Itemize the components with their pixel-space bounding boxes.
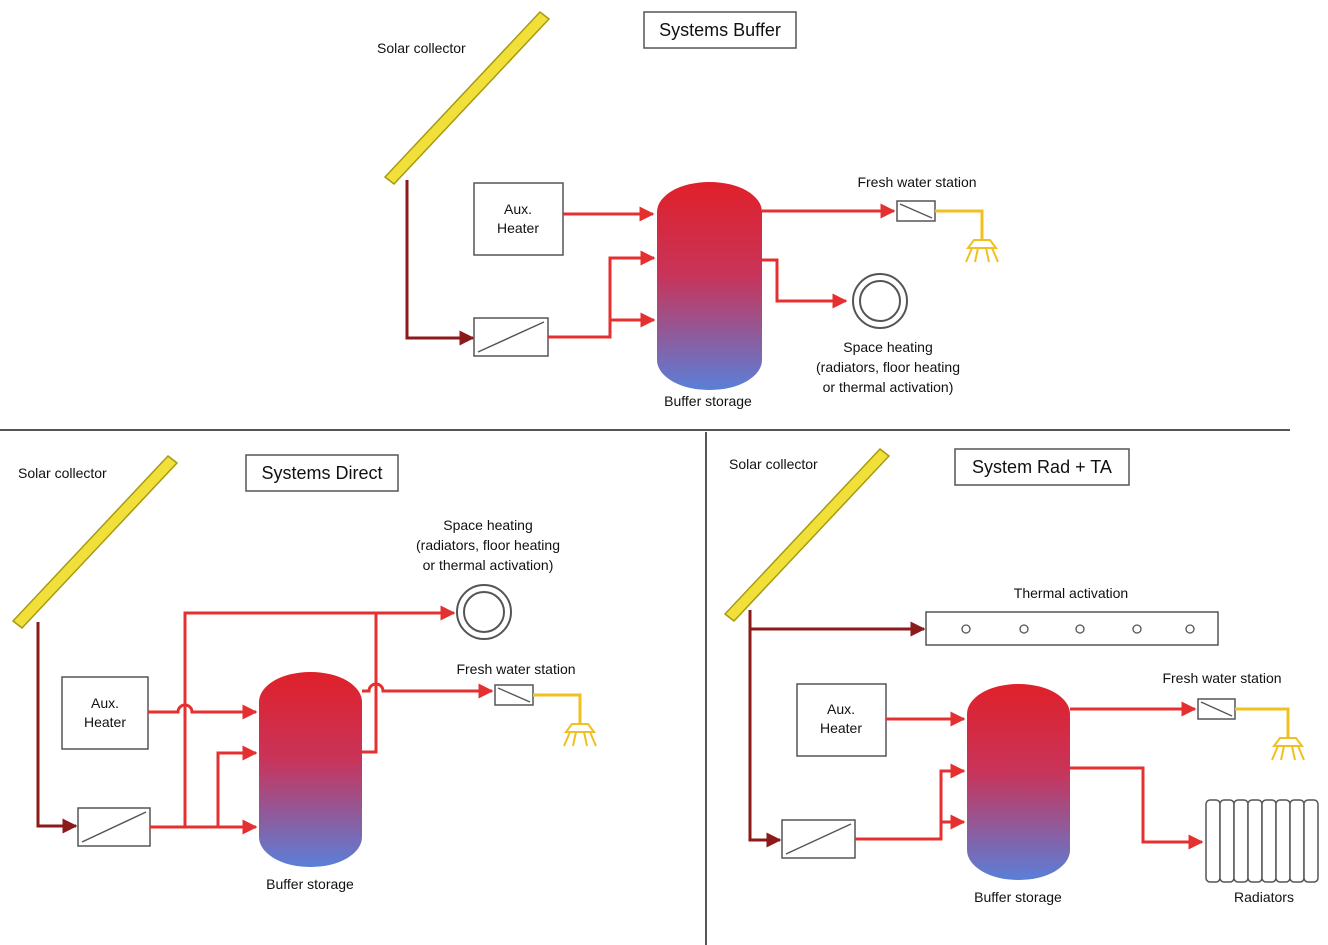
solar-collector-label: Solar collector: [18, 465, 107, 481]
heat-exchanger-diagonal: [81, 811, 147, 843]
thermal-activation-label: Thermal activation: [1014, 585, 1128, 601]
aux-heater-label-line2: Heater: [497, 220, 539, 236]
aux-heater-label-line1: Aux.: [827, 701, 855, 717]
solar-collector-label: Solar collector: [729, 456, 818, 472]
space-heating-inner-ring: [463, 591, 505, 633]
hx-to-space-heating-pipe: [150, 605, 456, 829]
hx-to-tank-upper-pipe: [855, 763, 966, 841]
buffer-storage-tank: [657, 182, 762, 390]
aux-heater-label-line2: Heater: [84, 714, 126, 730]
fresh-water-station-label: Fresh water station: [857, 174, 976, 190]
collector-return-pipe: [405, 180, 475, 346]
heat-exchanger-diagonal: [785, 823, 852, 855]
systems-direct-title-box: [245, 454, 399, 492]
fws-diagonal: [1200, 701, 1233, 717]
tank-to-fws-pipe: [362, 682, 494, 699]
space-heating-inner-ring: [859, 280, 901, 322]
radiator-icon: [1205, 799, 1319, 883]
heat-exchanger-diagonal: [477, 321, 545, 353]
space-heating-label-line3: or thermal activation): [823, 379, 954, 395]
space-heating-label-line3: or thermal activation): [423, 557, 554, 573]
collector-return-pipe: [748, 610, 782, 848]
aux-to-tank-pipe: [148, 703, 258, 720]
thermal-activation-slab: [925, 611, 1219, 646]
radiators-label: Radiators: [1234, 889, 1294, 905]
aux-heater-box: [473, 182, 564, 256]
solar-collector-panel: [11, 454, 179, 630]
tank-to-space-heating-pipe: [762, 258, 848, 309]
aux-heater-label-line1: Aux.: [91, 695, 119, 711]
systems-direct-title: Systems Direct: [261, 463, 382, 483]
tap-water-pipe: [533, 693, 582, 724]
tank-to-space-heating-pipe: [362, 613, 378, 754]
aux-heater-box: [796, 683, 887, 757]
buffer-storage-tank: [967, 684, 1070, 880]
solar-collector-panel: [383, 10, 551, 186]
fresh-water-station-label: Fresh water station: [456, 661, 575, 677]
collector-return-pipe: [36, 622, 78, 834]
buffer-storage-tank: [259, 672, 362, 867]
shower-icon: [1271, 737, 1305, 761]
buffer-storage-label: Buffer storage: [266, 876, 354, 892]
system-rad-ta-section: System Rad + TA Solar collector Thermal …: [723, 447, 1319, 905]
space-heating-label-line1: Space heating: [443, 517, 533, 533]
buffer-storage-label: Buffer storage: [974, 889, 1062, 905]
solar-collector-label: Solar collector: [377, 40, 466, 56]
tank-to-radiators-pipe: [1070, 766, 1204, 850]
buffer-storage-label: Buffer storage: [664, 393, 752, 409]
aux-heater-label-line2: Heater: [820, 720, 862, 736]
aux-heater-box: [61, 676, 149, 750]
space-heating-label-line2: (radiators, floor heating: [816, 359, 960, 375]
aux-heater-label-line1: Aux.: [504, 201, 532, 217]
tap-water-pipe: [1235, 707, 1290, 738]
solar-collector-panel: [723, 447, 891, 623]
fresh-water-station-label: Fresh water station: [1162, 670, 1281, 686]
space-heating-label-line2: (radiators, floor heating: [416, 537, 560, 553]
systems-buffer-title-box: [643, 11, 797, 49]
shower-icon: [563, 723, 597, 747]
systems-direct-section: Systems Direct Solar collector Aux. Heat…: [11, 454, 597, 892]
system-rad-ta-title-box: [954, 448, 1130, 486]
fws-diagonal: [899, 203, 933, 219]
shower-icon: [965, 239, 999, 263]
fws-diagonal: [497, 687, 531, 703]
systems-buffer-section: Systems Buffer Solar collector Aux. Heat…: [377, 10, 999, 409]
tap-water-pipe: [935, 209, 984, 240]
heat-exchanger: [781, 819, 856, 859]
space-heating-label-line1: Space heating: [843, 339, 933, 355]
system-rad-ta-title: System Rad + TA: [972, 457, 1112, 477]
hx-to-tank-upper-pipe: [548, 250, 656, 339]
thermal-activation-pipes: [961, 624, 1195, 634]
hx-to-tank-upper-pipe: [185, 745, 258, 829]
systems-buffer-title: Systems Buffer: [659, 20, 781, 40]
